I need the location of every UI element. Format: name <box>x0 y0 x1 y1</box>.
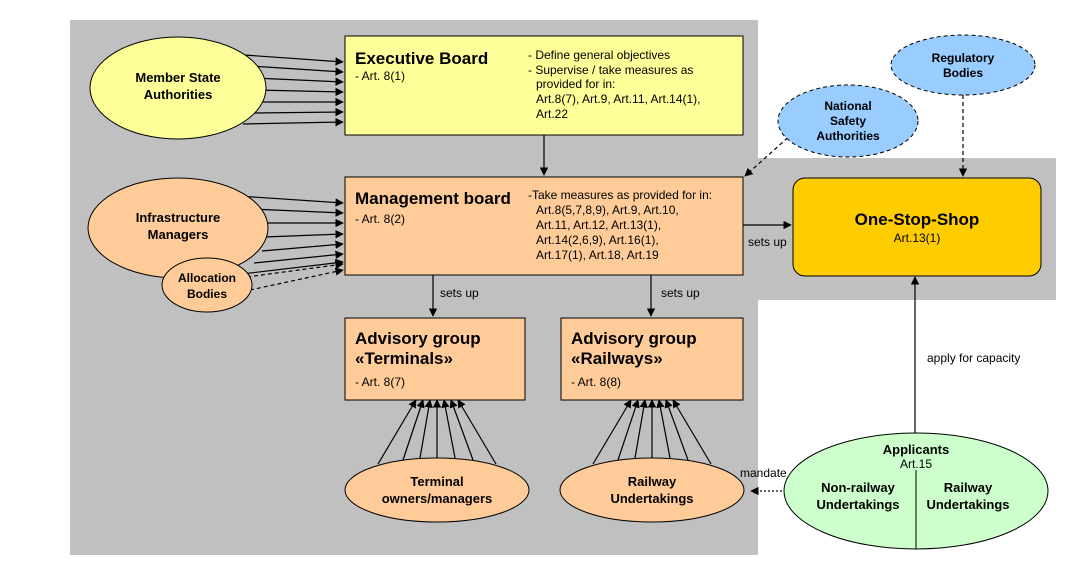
applicants-right-line2: Undertakings <box>926 497 1009 512</box>
management-board-title: Management board <box>355 189 511 208</box>
railway-undertakings-line2: Undertakings <box>610 491 693 506</box>
advisory-railways-title-line2: «Railways» <box>571 349 663 368</box>
advisory-terminals-title-line1: Advisory group <box>355 329 481 348</box>
terminal-owners-line2: owners/managers <box>382 491 493 506</box>
railway-undertakings-ellipse: Railway Undertakings <box>559 457 745 523</box>
regulatory-line1: Regulatory <box>932 51 995 65</box>
management-board-task: Art.14(2,6,9), Art.16(1), <box>536 233 659 247</box>
national-safety-line3: Authorities <box>816 129 880 143</box>
national-safety-authorities-ellipse: National Safety Authorities <box>777 84 919 158</box>
national-safety-line1: National <box>824 99 871 113</box>
management-board-task: Art.8(5,7,8,9), Art.9, Art.10, <box>536 203 679 217</box>
applicants-left-line2: Undertakings <box>816 497 899 512</box>
executive-board-ref: - Art. 8(1) <box>355 69 405 83</box>
management-board-box: Management board - Art. 8(2) -Take measu… <box>344 176 744 276</box>
advisory-group-terminals-box: Advisory group «Terminals» - Art. 8(7) <box>344 317 526 401</box>
sets-up-label-railways: sets up <box>661 286 700 300</box>
management-board-ref: - Art. 8(2) <box>355 212 405 226</box>
one-stop-shop-ref: Art.13(1) <box>894 231 941 245</box>
infrastructure-managers-ellipse: Infrastructure Managers <box>87 177 269 279</box>
advisory-terminals-title-line2: «Terminals» <box>355 349 453 368</box>
regulatory-line2: Bodies <box>943 66 983 80</box>
applicants-left-line1: Non-railway <box>821 480 895 495</box>
terminal-owners-line1: Terminal <box>410 474 463 489</box>
allocation-line1: Allocation <box>178 271 236 285</box>
infrastructure-line2: Managers <box>148 227 209 242</box>
executive-board-task: - Supervise / take measures as <box>528 63 693 77</box>
executive-board-task: provided for in: <box>536 77 615 91</box>
national-safety-line2: Safety <box>830 114 866 128</box>
executive-board-box: Executive Board - Art. 8(1) - Define gen… <box>344 35 744 136</box>
mandate-label: mandate <box>740 466 787 480</box>
member-state-authorities-ellipse: Member State Authorities <box>89 36 267 140</box>
executive-board-task: Art.22 <box>536 107 568 121</box>
regulatory-bodies-ellipse: Regulatory Bodies <box>890 34 1036 96</box>
terminal-owners-ellipse: Terminal owners/managers <box>344 457 530 523</box>
one-stop-shop-title: One-Stop-Shop <box>855 210 980 229</box>
member-state-line2: Authorities <box>144 87 213 102</box>
executive-board-task: - Define general objectives <box>528 48 670 62</box>
applicants-ellipse: Applicants Art.15 Non-railway Undertakin… <box>783 432 1049 550</box>
executive-board-task: Art.8(7), Art.9, Art.11, Art.14(1), <box>536 92 701 106</box>
applicants-ref: Art.15 <box>900 457 932 471</box>
allocation-bodies-ellipse: Allocation Bodies <box>161 257 253 313</box>
advisory-railways-title-line1: Advisory group <box>571 329 697 348</box>
advisory-terminals-ref: - Art. 8(7) <box>355 375 405 389</box>
management-board-task: -Take measures as provided for in: <box>528 188 712 202</box>
applicants-right-line1: Railway <box>944 480 993 495</box>
applicants-title: Applicants <box>883 442 949 457</box>
advisory-group-railways-box: Advisory group «Railways» - Art. 8(8) <box>560 317 744 401</box>
management-board-task: Art.17(1), Art.18, Art.19 <box>536 248 659 262</box>
one-stop-shop-box: One-Stop-Shop Art.13(1) <box>792 177 1042 277</box>
member-state-line1: Member State <box>135 70 220 85</box>
infrastructure-line1: Infrastructure <box>136 210 221 225</box>
sets-up-label-one-stop-shop: sets up <box>748 235 787 249</box>
advisory-railways-ref: - Art. 8(8) <box>571 375 621 389</box>
apply-for-capacity-label: apply for capacity <box>927 351 1020 365</box>
allocation-line2: Bodies <box>187 287 227 301</box>
executive-board-title: Executive Board <box>355 49 488 68</box>
connectors <box>237 54 968 496</box>
railway-undertakings-line1: Railway <box>628 474 677 489</box>
management-board-task: Art.11, Art.12, Art.13(1), <box>536 218 661 232</box>
sets-up-label-terminals: sets up <box>440 286 479 300</box>
